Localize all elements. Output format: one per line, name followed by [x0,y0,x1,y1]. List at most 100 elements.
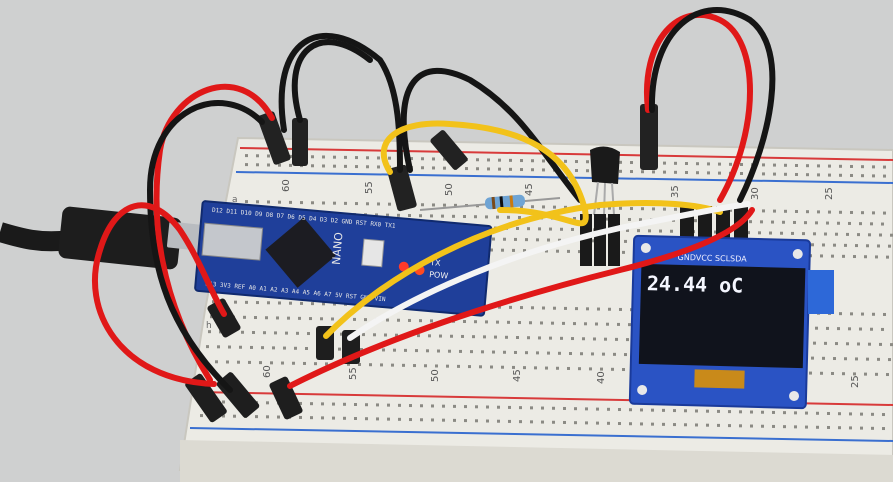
breadboard-hole [877,357,880,361]
breadboard-hole [822,243,825,247]
breadboard-hole [553,205,556,209]
breadboard-hole [512,365,515,369]
wire-yellow [323,200,723,339]
breadboard-hole [838,412,841,416]
breadboard-hole [795,163,798,167]
breadboard-hole [507,215,510,219]
breadboard-hole [432,166,435,170]
breadboard-hole [245,300,248,304]
breadboard-hole [684,423,687,427]
breadboard-hole [628,217,631,221]
breadboard-hole [289,163,292,167]
col-num-top: 50 [444,183,455,196]
breadboard-hole [739,424,742,428]
breadboard-hole [849,412,852,416]
breadboard-hole [463,319,466,323]
breadboard-hole [846,342,849,346]
breadboard-hole [465,167,468,171]
breadboard-hole [586,307,589,311]
breadboard-hole [879,342,882,346]
breadboard-hole [564,205,567,209]
resistor [419,194,561,211]
breadboard-hole [516,336,519,340]
breadboard-hole [294,346,297,350]
breadboard-hole [311,302,314,306]
breadboard-hole [344,155,347,159]
breadboard-hole [882,427,885,431]
breadboard-hole [413,364,416,368]
breadboard-hole [673,423,676,427]
breadboard-hole [501,365,504,369]
breadboard-hole [459,349,462,353]
breadboard-hole [820,254,823,258]
breadboard-hole [562,321,565,325]
breadboard-hole [270,361,273,365]
breadboard-hole [325,362,328,366]
breadboard-hole [333,155,336,159]
breadboard-hole [861,211,864,215]
breadboard-hole [259,361,262,365]
breadboard-hole [772,424,775,428]
breadboard-hole [793,220,796,224]
row-letters: a h [206,195,238,331]
breadboard-hole [360,348,363,352]
breadboard-hole [397,318,400,322]
breadboard-hole [498,158,501,162]
breadboard-hole [256,200,259,204]
breadboard-hole [750,410,753,414]
breadboard-hole [816,411,819,415]
breadboard-hole [310,402,313,406]
breadboard-hole [769,231,772,235]
breadboard-hole [563,420,566,424]
breadboard-hole [585,421,588,425]
breadboard-hole [883,312,886,316]
breadboard-hole [866,357,869,361]
breadboard-hole [531,306,534,310]
breadboard-hole [505,335,508,339]
breadboard-hole [571,337,574,341]
breadboard-hole [542,306,545,310]
breadboard-hole [600,367,603,371]
breadboard-hole [508,405,511,409]
breadboard-hole [629,408,632,412]
breadboard-hole [450,334,453,338]
breadboard-hole [300,301,303,305]
breadboard-hole [826,326,829,330]
breadboard-hole [747,231,750,235]
breadboard-hole [608,307,611,311]
breadboard-hole [556,366,559,370]
breadboard-hole [289,154,292,158]
breadboard-hole [380,363,383,367]
breadboard-hole [314,362,317,366]
breadboard-hole [791,231,794,235]
breadboard-hole [857,233,860,237]
breadboard-hole [222,400,225,404]
breadboard-hole [508,419,511,423]
breadboard-hole [343,402,346,406]
breadboard-hole [861,312,864,316]
breadboard-hole [355,156,358,160]
breadboard-hole [285,331,288,335]
breadboard-hole [622,250,625,254]
breadboard-hole [585,407,588,411]
breadboard-hole [420,418,423,422]
breadboard-hole [886,373,889,377]
breadboard-hole [684,409,687,413]
breadboard-hole [454,203,457,207]
breadboard-hole [507,320,510,324]
breadboard-hole [483,335,486,339]
breadboard-hole [794,425,797,429]
breadboard-hole [520,168,523,172]
col-num-top: 45 [524,183,535,196]
breadboard-hole [512,248,515,252]
breadboard-hole [442,418,445,422]
breadboard-hole [567,249,570,253]
breadboard-hole [696,208,699,212]
breadboard-hole [443,203,446,207]
breadboard-hole [866,244,869,248]
breadboard-hole [355,202,358,206]
breadboard-hole [560,227,563,231]
breadboard-hole [663,170,666,174]
breadboard-hole [366,165,369,169]
breadboard-hole [386,213,389,217]
